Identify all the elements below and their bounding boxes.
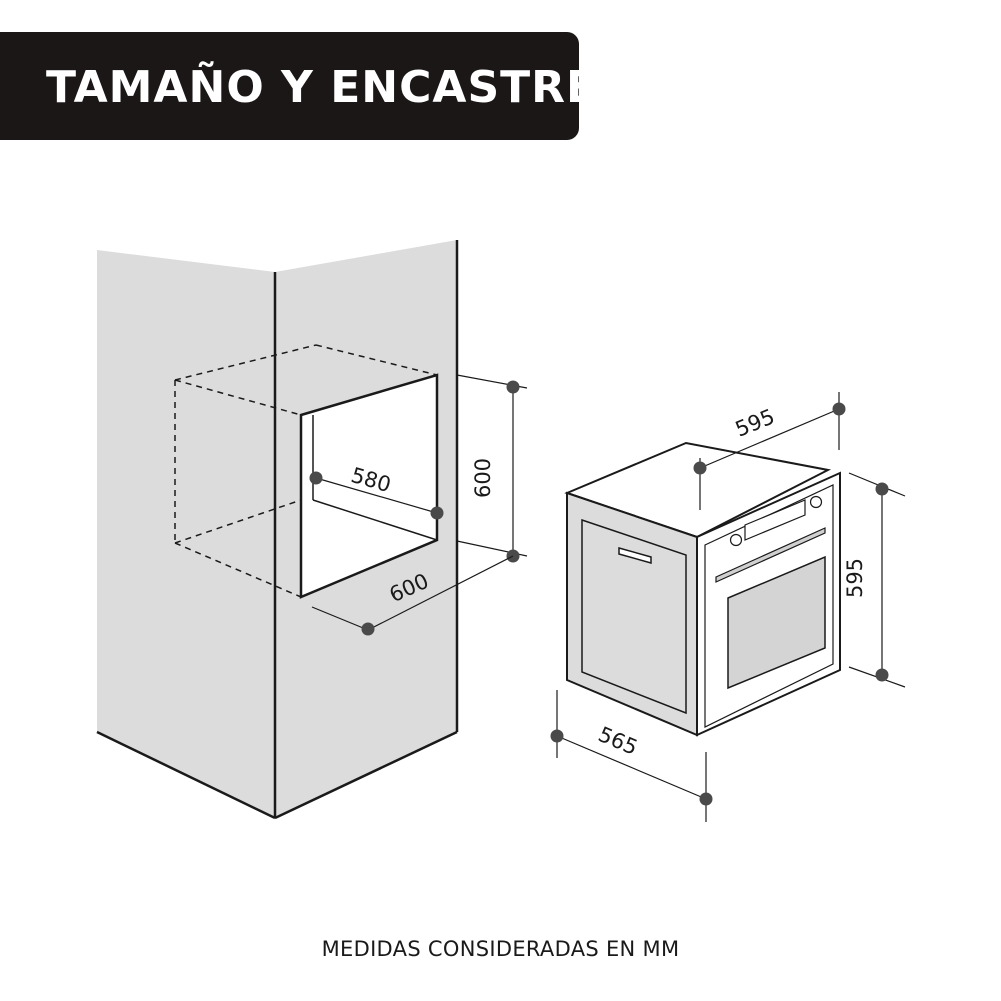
oven-height-dimension: 595	[843, 472, 906, 688]
niche-height-label: 600	[471, 458, 495, 498]
oven-handle	[715, 527, 826, 583]
niche-hidden-edges	[174, 344, 438, 598]
oven-window	[727, 555, 826, 690]
oven-illustration	[564, 441, 841, 737]
niche-depth-dimension: 600	[311, 555, 514, 636]
cabinet-illustration	[96, 240, 459, 820]
oven-knob-right	[809, 495, 823, 509]
units-note: MEDIDAS CONSIDERADAS EN MM	[321, 937, 680, 961]
oven-height-label: 595	[843, 558, 867, 598]
oven-side-panel	[581, 518, 687, 715]
page-title: TAMAÑO Y ENCASTRE	[46, 62, 598, 113]
niche-height-dimension: 600	[456, 374, 528, 563]
title-banner	[0, 32, 579, 140]
oven-knob-left	[729, 533, 743, 547]
oven-control-panel	[744, 499, 806, 541]
oven-side-handle	[618, 547, 652, 564]
cabinet-left-face	[97, 250, 275, 818]
oven-width-label: 595	[732, 404, 778, 441]
oven-depth-label: 565	[595, 722, 641, 760]
